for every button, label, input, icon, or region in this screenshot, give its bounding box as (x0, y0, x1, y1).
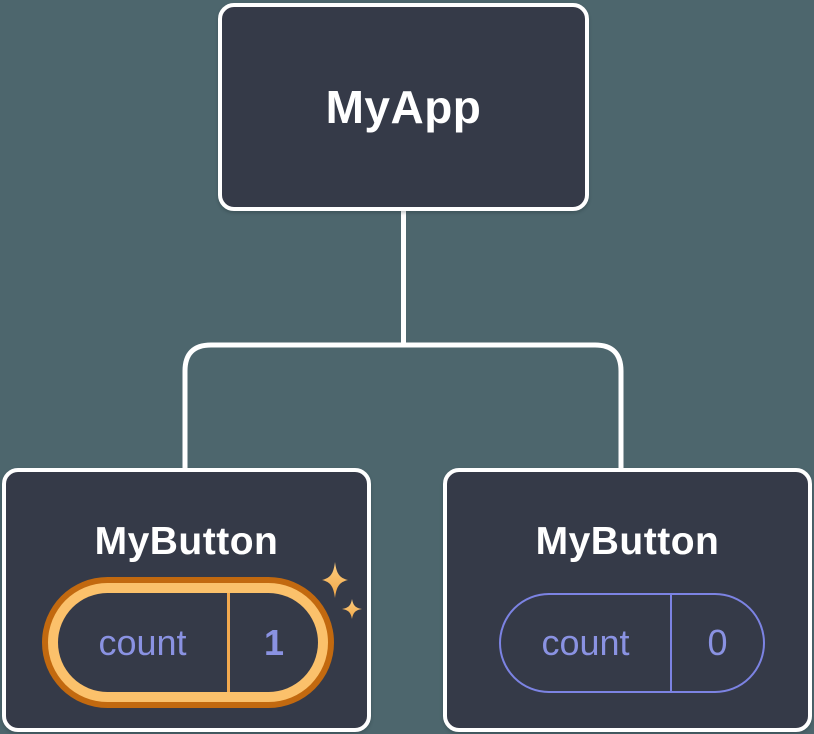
state-pill: count 0 (499, 593, 765, 693)
state-highlight-ring: count 1 (42, 577, 334, 708)
sparkle-icon-small (342, 599, 362, 619)
connector-bracket (182, 342, 624, 470)
state-highlight-ring-inner: count 1 (48, 583, 328, 702)
sparkle-icon-large (322, 562, 348, 598)
node-mybutton-right: MyButton count 0 (443, 468, 812, 732)
node-label: MyApp (325, 81, 482, 133)
state-pill: count 1 (58, 593, 318, 692)
node-label: MyButton (535, 520, 720, 563)
node-mybutton-left: MyButton count 1 (2, 468, 371, 732)
state-value: 1 (227, 593, 318, 692)
state-value: 0 (670, 595, 763, 691)
state-key: count (98, 621, 187, 663)
node-label: MyButton (94, 520, 279, 563)
state-key: count (541, 622, 630, 663)
node-myapp: MyApp (218, 3, 589, 211)
